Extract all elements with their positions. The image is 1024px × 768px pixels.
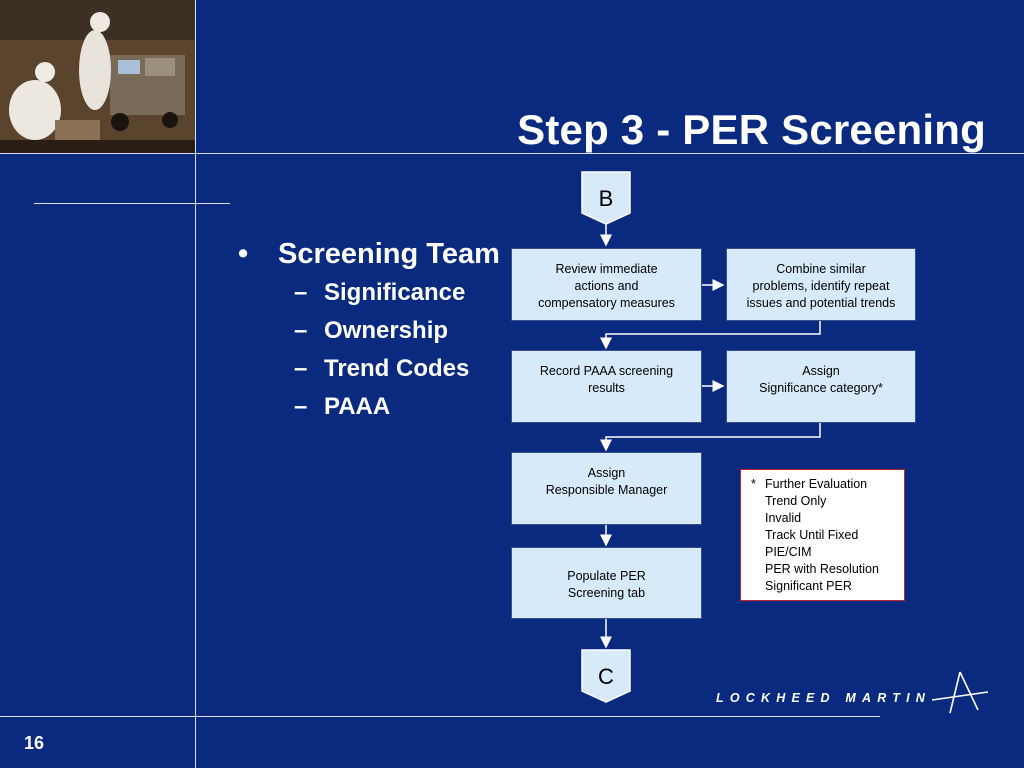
end-connector-shape <box>581 649 631 703</box>
sub-bullet: –Significance <box>238 274 508 312</box>
sub-bullet: –Ownership <box>238 312 508 350</box>
star-logo-icon <box>931 671 989 714</box>
flow-step-populate: Populate PER Screening tab <box>511 547 702 619</box>
sub-bullet-text: Ownership <box>324 317 449 344</box>
flow-step-assign-manager: Assign Responsible Manager <box>511 452 702 525</box>
note-item: Further Evaluation <box>765 477 868 491</box>
short-accent-line <box>34 203 230 204</box>
note-item: Invalid <box>765 511 802 525</box>
sub-bullet-text: Trend Codes <box>324 355 470 382</box>
flow-step-review: Review immediate actions and compensator… <box>511 248 702 321</box>
left-vertical-divider <box>195 0 196 768</box>
start-connector-label: B <box>598 186 614 211</box>
cleanroom-workers-image <box>0 0 196 154</box>
significance-categories-note: * Further Evaluation Trend Only Invalid T… <box>740 469 905 601</box>
start-connector-shape <box>581 171 631 225</box>
bullet-main-text: Screening Team <box>278 238 500 270</box>
flow-step-record: Record PAAA screening results <box>511 350 702 423</box>
slide-title: Step 3 - PER Screening <box>517 106 986 153</box>
note-item: Track Until Fixed <box>765 528 859 542</box>
arrow-assign-to-manager <box>600 423 821 452</box>
bullet-list: • Screening Team –Significance –Ownershi… <box>238 235 508 426</box>
sub-bullet: –PAAA <box>238 388 508 426</box>
note-marker: * <box>751 477 756 491</box>
end-connector-label: C <box>598 664 614 689</box>
sub-bullet: –Trend Codes <box>238 350 508 388</box>
bullet-dot: • <box>238 238 249 270</box>
header-photo <box>0 0 196 154</box>
page-number: 16 <box>24 733 45 753</box>
flow-step-assign-significance: Assign Significance category* <box>726 350 916 423</box>
top-divider <box>0 153 1024 154</box>
sub-bullet-text: PAAA <box>324 393 391 420</box>
bullet-item: • Screening Team <box>238 235 508 274</box>
company-logo-text: LOCKHEED MARTIN <box>716 691 931 705</box>
flow-step-combine: Combine similar problems, identify repea… <box>726 248 916 321</box>
note-item: PIE/CIM <box>765 545 812 559</box>
arrow-combine-to-record <box>600 321 821 350</box>
bottom-divider <box>0 716 880 717</box>
note-item: PER with Resolution <box>765 562 879 576</box>
sub-bullet-text: Significance <box>324 279 466 306</box>
note-item: Significant PER <box>765 579 852 593</box>
note-item: Trend Only <box>765 494 827 508</box>
